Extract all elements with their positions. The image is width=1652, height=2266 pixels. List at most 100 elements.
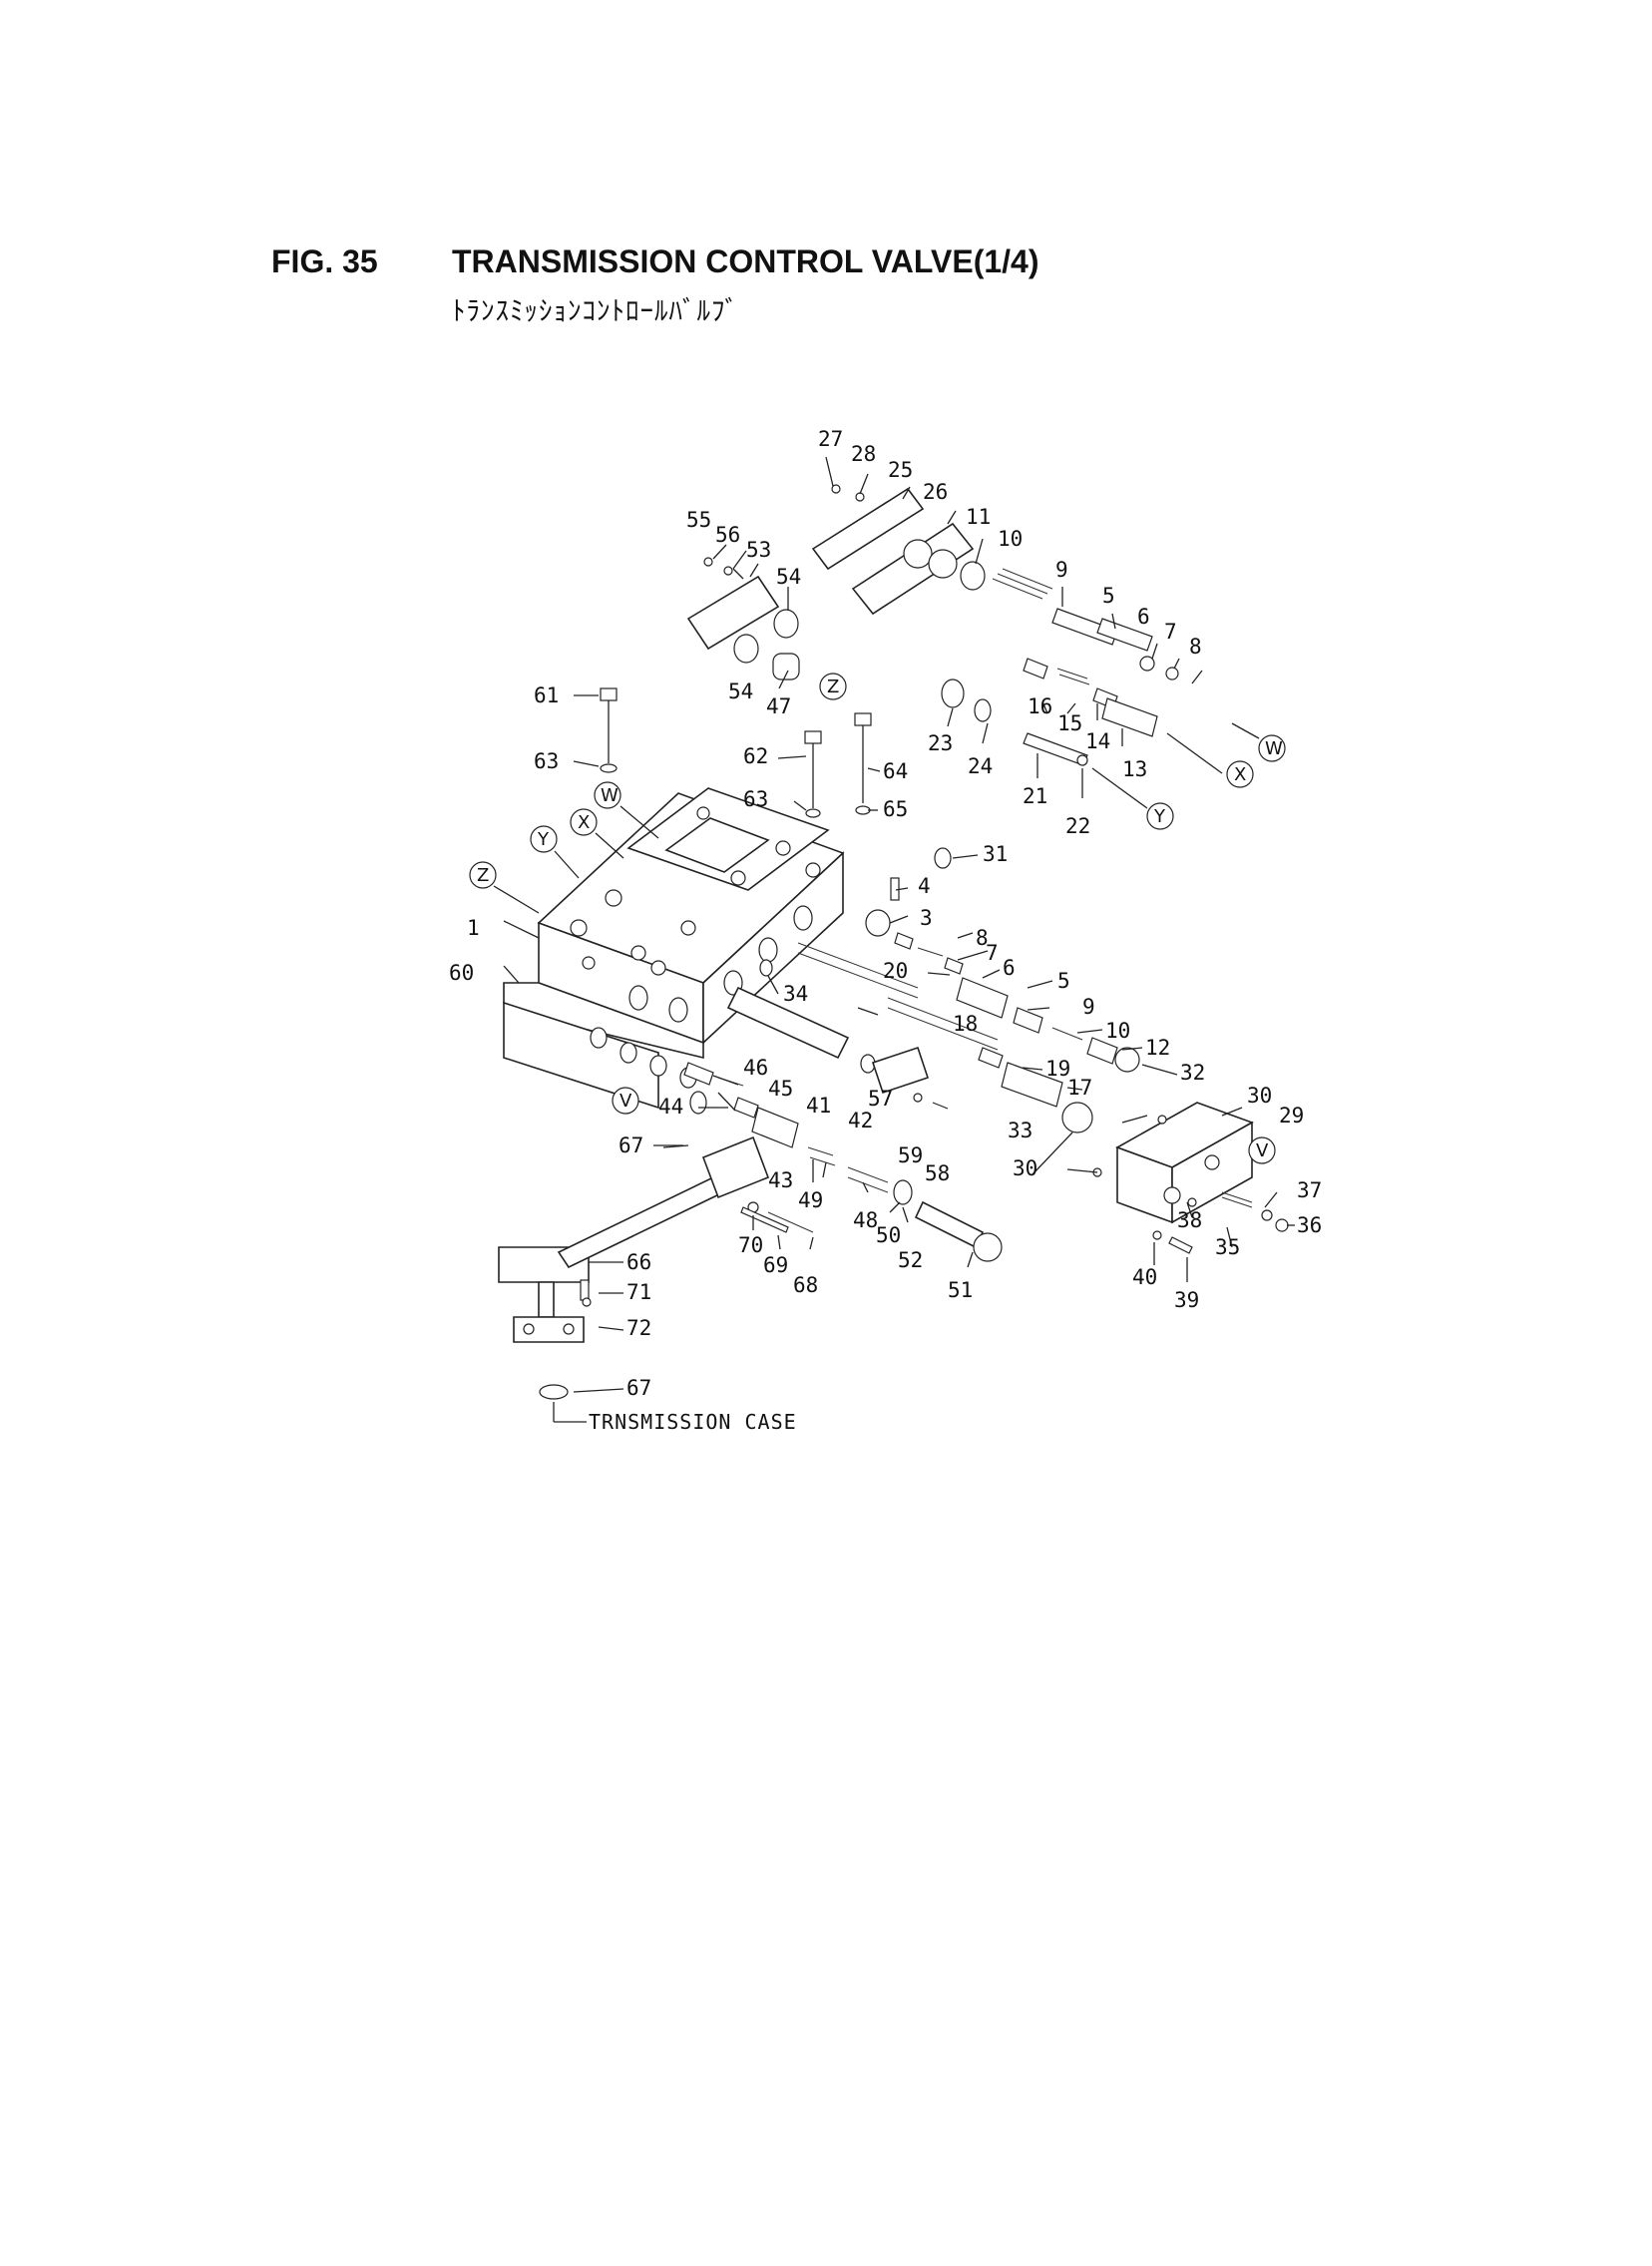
part-label-15: 15 bbox=[1057, 711, 1082, 735]
part-label-33: 33 bbox=[1008, 1119, 1032, 1142]
spool-group-upper bbox=[941, 561, 1179, 766]
part-label-37: 37 bbox=[1297, 1178, 1322, 1202]
part-label-35: 35 bbox=[1215, 1235, 1240, 1259]
part-label-12: 12 bbox=[1145, 1036, 1170, 1060]
part-label-65: 65 bbox=[883, 797, 908, 821]
part-label-18: 18 bbox=[953, 1012, 978, 1036]
part-label-16: 16 bbox=[1028, 694, 1052, 718]
part-label-30-top: 30 bbox=[1247, 1084, 1272, 1108]
bolts bbox=[600, 687, 872, 818]
part-label-68: 68 bbox=[793, 1273, 818, 1297]
part-label-58: 58 bbox=[925, 1161, 950, 1185]
part-label-36: 36 bbox=[1297, 1213, 1322, 1237]
part-label-21: 21 bbox=[1023, 784, 1047, 808]
part-label-72: 72 bbox=[626, 1316, 651, 1340]
part-label-63: 63 bbox=[743, 787, 768, 811]
part-label-62: 62 bbox=[743, 744, 768, 768]
part-label-54-top: 54 bbox=[776, 565, 801, 589]
ref-letter-z-body: Z bbox=[477, 865, 489, 886]
end-cover bbox=[1092, 1102, 1289, 1254]
part-label-64: 64 bbox=[883, 759, 908, 783]
figure-title: TRANSMISSION CONTROL VALVE(1/4) bbox=[452, 243, 1039, 279]
part-label-39: 39 bbox=[1174, 1288, 1199, 1312]
ref-letter-x: X bbox=[1234, 764, 1246, 785]
part-label-70: 70 bbox=[738, 1233, 763, 1257]
part-label-56: 56 bbox=[715, 523, 740, 547]
part-label-41: 41 bbox=[806, 1094, 831, 1118]
spool-group-lower bbox=[683, 986, 1003, 1262]
part-label-50: 50 bbox=[876, 1223, 901, 1247]
part-label-27: 27 bbox=[818, 427, 843, 451]
part-label-19: 19 bbox=[1045, 1057, 1070, 1081]
part-label-7: 7 bbox=[986, 941, 999, 965]
part-label-66: 66 bbox=[626, 1250, 651, 1274]
part-label-61: 61 bbox=[534, 683, 559, 707]
part-label-9: 9 bbox=[1055, 558, 1068, 582]
part-label-40: 40 bbox=[1132, 1265, 1157, 1289]
ref-letter-y: Y bbox=[1153, 806, 1166, 827]
part-label-53: 53 bbox=[746, 538, 771, 562]
leader-lines bbox=[493, 456, 1295, 1423]
shift-lever bbox=[498, 1091, 789, 1400]
part-label-5: 5 bbox=[1057, 969, 1070, 993]
part-label-48: 48 bbox=[853, 1208, 878, 1232]
part-label-4: 4 bbox=[918, 874, 931, 898]
part-label-8: 8 bbox=[1189, 635, 1202, 659]
part-label-25: 25 bbox=[888, 458, 913, 482]
part-label-13: 13 bbox=[1122, 757, 1147, 781]
part-label-32: 32 bbox=[1180, 1061, 1205, 1085]
part-label-17: 17 bbox=[1067, 1076, 1092, 1100]
ref-letter-w: W bbox=[1265, 738, 1283, 759]
part-label-47: 47 bbox=[766, 694, 791, 718]
part-label-46: 46 bbox=[743, 1056, 768, 1080]
part-label-59: 59 bbox=[898, 1143, 923, 1167]
cover-plates bbox=[686, 484, 975, 680]
part-label-43: 43 bbox=[768, 1168, 793, 1192]
part-label-6: 6 bbox=[1137, 605, 1150, 629]
part-label-51: 51 bbox=[948, 1278, 973, 1302]
part-label-44: 44 bbox=[658, 1095, 683, 1119]
part-label-67: 67 bbox=[626, 1376, 651, 1400]
part-label-34: 34 bbox=[783, 982, 808, 1006]
part-label-28: 28 bbox=[851, 442, 876, 466]
part-label-14: 14 bbox=[1085, 729, 1110, 753]
part-label-55: 55 bbox=[686, 508, 711, 532]
part-label-63-left: 63 bbox=[534, 749, 559, 773]
part-label-3: 3 bbox=[920, 906, 933, 930]
part-label-10: 10 bbox=[1105, 1019, 1130, 1043]
part-label-23: 23 bbox=[928, 731, 953, 755]
part-label-29: 29 bbox=[1279, 1104, 1304, 1128]
part-label-45: 45 bbox=[768, 1077, 793, 1101]
part-label-5: 5 bbox=[1102, 584, 1115, 608]
part-label-6: 6 bbox=[1003, 956, 1016, 980]
part-label-57: 57 bbox=[868, 1087, 893, 1111]
part-label-26: 26 bbox=[923, 480, 948, 504]
part-label-1: 1 bbox=[467, 916, 480, 940]
figure-subtitle-japanese: ﾄﾗﾝｽﾐｯｼｮﾝｺﾝﾄﾛｰﾙﾊﾞﾙﾌﾞ bbox=[452, 296, 739, 326]
part-label-10: 10 bbox=[998, 527, 1023, 551]
ref-letter-x-body: X bbox=[578, 812, 590, 833]
ref-letter-v-cover: V bbox=[1256, 1140, 1269, 1161]
ref-letter-w-body: W bbox=[601, 785, 619, 806]
figure-number: FIG. 35 bbox=[271, 243, 378, 279]
part-label-54: 54 bbox=[728, 680, 753, 703]
ref-letter-v: V bbox=[620, 1091, 632, 1112]
part-label-11: 11 bbox=[966, 505, 991, 529]
part-label-52: 52 bbox=[898, 1248, 923, 1272]
part-label-9: 9 bbox=[1082, 995, 1095, 1019]
part-label-31: 31 bbox=[983, 842, 1008, 866]
ref-letter-y-body: Y bbox=[537, 829, 550, 850]
part-label-49: 49 bbox=[798, 1188, 823, 1212]
reference-letters: Z W X Y Z Y X W V V bbox=[469, 673, 1286, 1164]
part-label-71: 71 bbox=[626, 1280, 651, 1304]
part-label-42: 42 bbox=[848, 1109, 873, 1133]
part-label-7: 7 bbox=[1164, 620, 1177, 644]
part-label-24: 24 bbox=[968, 754, 993, 778]
part-label-67-top: 67 bbox=[619, 1133, 643, 1157]
ref-letter-z: Z bbox=[827, 677, 839, 697]
part-label-8: 8 bbox=[976, 926, 989, 950]
part-label-30: 30 bbox=[1013, 1156, 1037, 1180]
transmission-case-caption: TRNSMISSION CASE bbox=[589, 1410, 797, 1434]
part-label-60: 60 bbox=[449, 961, 474, 985]
